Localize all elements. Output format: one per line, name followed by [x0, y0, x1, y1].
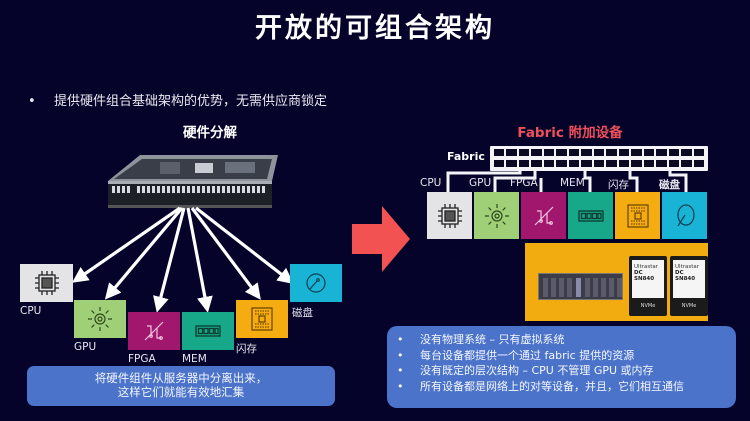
ssd-model: DC SN840 [675, 270, 696, 282]
link-cpu [446, 171, 522, 192]
note-line-2: 这样它们就能有效地汇集 [117, 385, 245, 399]
link-gpu [493, 171, 537, 192]
flash-chip-icon [251, 307, 273, 331]
disaggregation-note: 将硬件组件从服务器中分离出来， 这样它们就能有效地汇集 [27, 366, 335, 406]
link-flash [628, 171, 639, 192]
ssd-brand: Ultrastar [675, 264, 699, 270]
fabric-fpga-label: FPGA [510, 177, 538, 189]
fabric-benefits-box: •没有物理系统 – 只有虚拟系统 •每台设备都提供一个通过 fabric 提供的… [387, 326, 736, 408]
transition-arrow-icon [352, 206, 410, 272]
disk-icon [676, 203, 695, 226]
fabric-attached-heading: Fabric 附加设备 [517, 125, 623, 141]
disk-label: 磁盘 [292, 307, 313, 319]
ssd-brand: Ultrastar [634, 264, 658, 270]
note-line-1: 将硬件组件从服务器中分离出来， [94, 371, 268, 385]
fpga-tile [128, 312, 180, 350]
bullet-dot: • [28, 94, 36, 109]
fabric-switch [490, 146, 708, 171]
server-image [108, 155, 278, 208]
cpu-label: CPU [20, 305, 42, 317]
disk-tile [290, 264, 342, 302]
benefit-item: •所有设备都是网络上的对等设备，并且，它们相互通信 [397, 379, 684, 393]
cpu-chip-icon [437, 203, 462, 228]
cpu-tile [20, 264, 73, 302]
gpu-label: GPU [74, 341, 97, 353]
intro-text: 提供硬件组合基础架构的优势，无需供应商锁定 [54, 94, 328, 109]
storage-enclosure-image [538, 273, 623, 300]
cpu-chip-icon [34, 271, 59, 295]
benefit-item: •没有既定的层次结构 – CPU 不管理 GPU 或内存 [397, 364, 654, 377]
link-disk [668, 171, 688, 192]
fabric-flash-label: 闪存 [608, 179, 629, 191]
mem-tile [182, 312, 234, 350]
fpga-circuit-icon [144, 321, 164, 341]
intro-bullet: • 提供硬件组合基础架构的优势，无需供应商锁定 [28, 90, 327, 109]
hardware-disaggregation-heading: 硬件分解 [183, 125, 237, 141]
flash-label: 闪存 [236, 343, 257, 355]
fabric-mem-tile [568, 192, 613, 239]
link-mem [583, 171, 592, 192]
mem-label: MEM [182, 353, 207, 365]
gpu-gear-icon [88, 307, 112, 331]
fabric-mem-label: MEM [560, 177, 585, 189]
fabric-cpu-tile [427, 192, 472, 239]
gpu-gear-icon [484, 203, 509, 228]
disk-icon [306, 273, 326, 293]
fabric-cpu-label: CPU [420, 177, 442, 189]
fabric-flash-tile [615, 192, 660, 239]
memory-module-icon [195, 325, 221, 337]
fpga-label: FPGA [128, 353, 156, 365]
fpga-circuit-icon [534, 206, 553, 225]
fabric-disk-tile [662, 192, 707, 239]
fabric-fpga-tile [521, 192, 566, 239]
benefit-item: •每台设备都提供一个通过 fabric 提供的资源 [397, 348, 635, 362]
ssd-footer: NVMe [640, 303, 656, 309]
fabric-label: Fabric [447, 150, 485, 163]
ssd-model: DC SN840 [634, 270, 655, 282]
flash-tile [236, 300, 288, 338]
memory-module-icon [577, 209, 604, 222]
gpu-tile [74, 300, 126, 338]
benefit-item: •没有物理系统 – 只有虚拟系统 [397, 333, 565, 346]
flash-chip-icon [626, 203, 649, 228]
ssd-footer: NVMe [681, 303, 697, 309]
fabric-gpu-label: GPU [469, 177, 492, 189]
fabric-disk-label: 磁盘 [659, 179, 680, 191]
fabric-gpu-tile [474, 192, 519, 239]
slide-title: 开放的可组合架构 [255, 13, 495, 44]
